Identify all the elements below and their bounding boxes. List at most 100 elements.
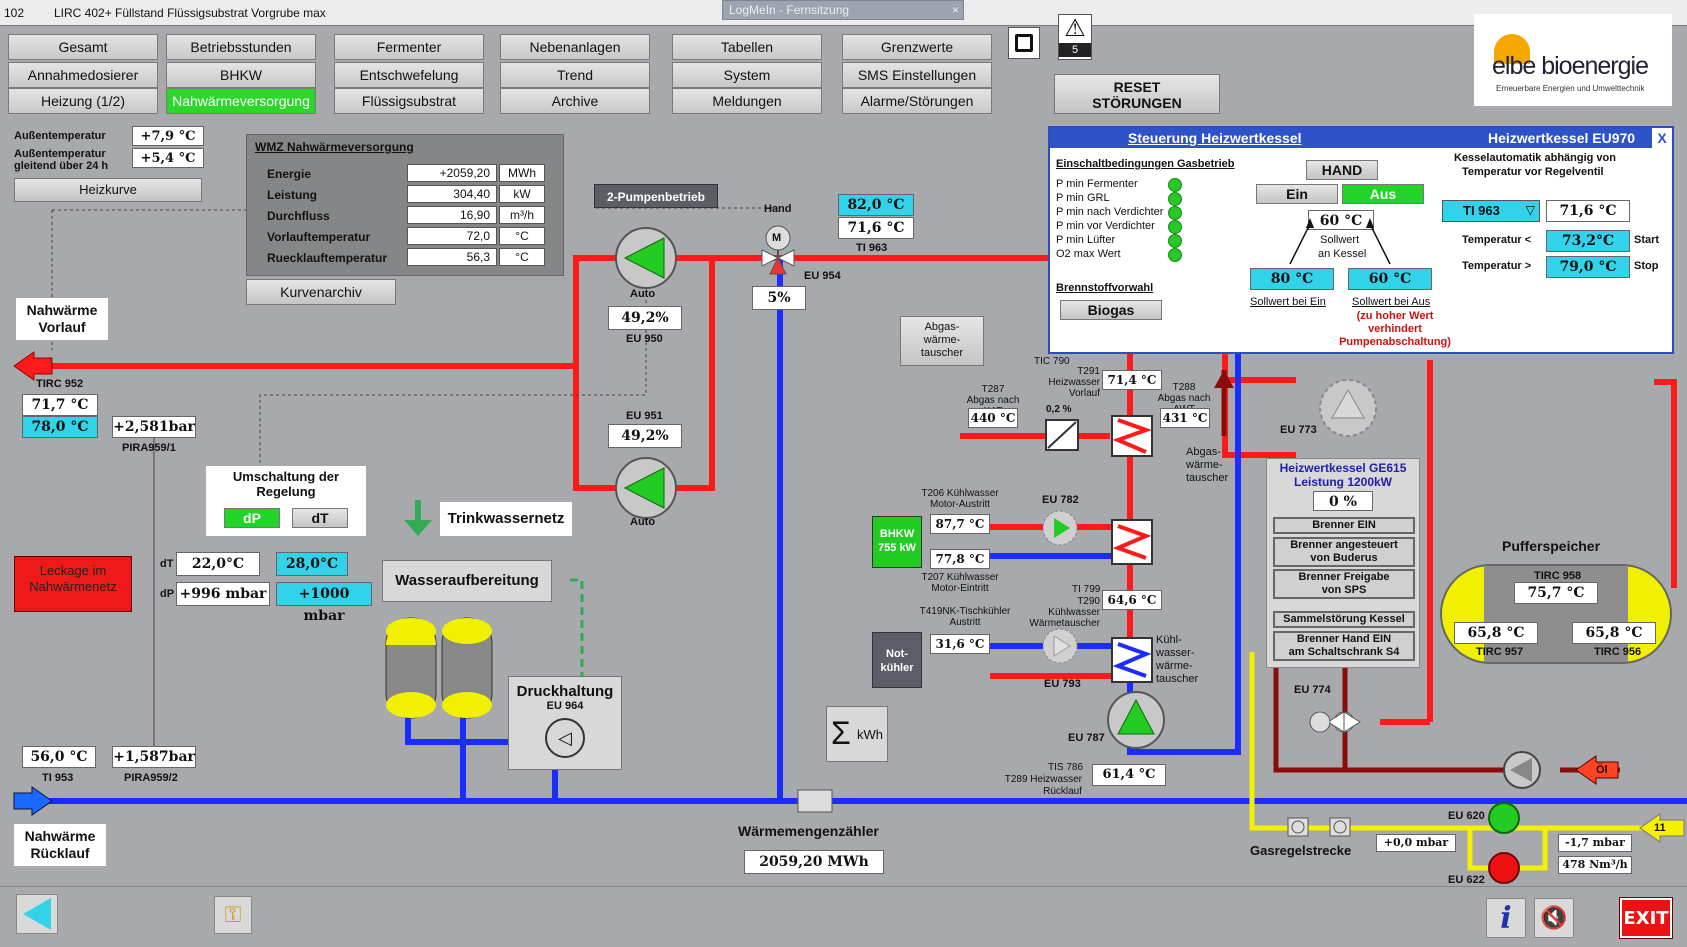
reset-faults-button[interactable]: RESET STÖRUNGEN: [1054, 74, 1220, 114]
nav-button-grenzwerte[interactable]: Grenzwerte: [842, 34, 992, 60]
curve-archive-button[interactable]: Kurvenarchiv: [246, 279, 396, 305]
nav-button-nebenanlagen[interactable]: Nebenanlagen: [500, 34, 650, 60]
wmz-value-leistung: 304,40: [407, 185, 497, 203]
t206-label: T206 Kühlwasser Motor-Austritt: [921, 488, 999, 510]
sensor-select[interactable]: TI 963 ▽: [1442, 200, 1540, 222]
dp-setpoint[interactable]: +1000 mbar: [276, 582, 372, 624]
alarm-indicator[interactable]: ⚠ 5: [1058, 14, 1092, 60]
condition-1-indicator: [1168, 192, 1182, 206]
pressure-holding-box[interactable]: Druckhaltung EU 964 ◁: [508, 676, 622, 770]
t290-label: T290 Kühlwasser Wärmetauscher: [1029, 596, 1100, 629]
eu773-tag: EU 773: [1280, 424, 1317, 436]
warning-icon: ⚠: [1064, 15, 1086, 42]
wmz-unit-vorlauf: °C: [499, 227, 545, 245]
start-temperature[interactable]: 73,2°C: [1546, 230, 1630, 252]
window-title: LIRC 402+ Füllstand Flüssigsubstrat Vorg…: [54, 6, 326, 20]
tirc952-tag: TIRC 952: [36, 378, 84, 390]
dp-mode-button[interactable]: dP: [224, 508, 280, 528]
energy-meter-symbol[interactable]: Σ kWh: [826, 706, 888, 762]
nav-button-meldungen[interactable]: Meldungen: [672, 88, 822, 114]
wmz-label-ruecklauf: Ruecklauftemperatur: [267, 251, 388, 265]
nav-button-archive[interactable]: Archive: [500, 88, 650, 114]
condition-3-indicator: [1168, 220, 1182, 234]
outside-avg-value: +5,4 °C: [132, 148, 204, 168]
valve-eu954-value[interactable]: 5%: [752, 286, 806, 310]
nav-button-system[interactable]: System: [672, 62, 822, 88]
tirc958-tag: TIRC 958: [1534, 570, 1582, 582]
nav-button-tabellen[interactable]: Tabellen: [672, 34, 822, 60]
nav-button-nahwärmeversorgung[interactable]: Nahwärmeversorgung: [166, 88, 316, 114]
setpoint-on-value[interactable]: 80 °C: [1250, 268, 1334, 290]
gas-input-value: 11: [1654, 822, 1666, 834]
on-button[interactable]: Ein: [1256, 184, 1338, 204]
setpoint-off-value[interactable]: 60 °C: [1348, 268, 1432, 290]
nav-button-fermenter[interactable]: Fermenter: [334, 34, 484, 60]
emergency-cooler[interactable]: Not- kühler: [872, 632, 922, 688]
exit-button[interactable]: EXIT: [1619, 897, 1673, 939]
nav-button-flüssigsubstrat[interactable]: Flüssigsubstrat: [334, 88, 484, 114]
boiler-setpoint-label-1: Sollwert: [1320, 234, 1360, 246]
nav-button-bhkw[interactable]: BHKW: [166, 62, 316, 88]
dt-label: dT: [160, 558, 174, 570]
t289-value: 61,4 °C: [1092, 764, 1166, 786]
sound-button[interactable]: 🔇: [1534, 898, 1574, 938]
alarm-count: 5: [1059, 43, 1091, 57]
fullscreen-button[interactable]: [1008, 27, 1040, 59]
t291-value: 71,4 °C: [1102, 370, 1162, 390]
hand-mode-button[interactable]: HAND: [1306, 160, 1378, 180]
dp-value: +996 mbar: [176, 582, 270, 606]
condition-0: P min Fermenter: [1056, 178, 1138, 190]
tirc956-tag: TIRC 956: [1594, 646, 1642, 658]
login-key-button[interactable]: ⚿: [214, 896, 252, 934]
tic790-tag: TIC 790: [1034, 356, 1070, 367]
dt-setpoint[interactable]: 28,0°C: [276, 552, 348, 576]
nav-button-heizung-1-2[interactable]: Heizung (1/2): [8, 88, 158, 114]
ti953-tag: TI 953: [42, 772, 74, 784]
tis786-tag: TIS 786: [1048, 762, 1084, 773]
dt-value: 22,0°C: [176, 552, 260, 576]
remote-session-bar[interactable]: LogMeIn - Fernsitzung ×: [722, 0, 964, 20]
supply-label: Nahwärme Vorlauf: [16, 298, 108, 340]
close-icon[interactable]: ×: [951, 3, 959, 17]
wmz-label-durchfluss: Durchfluss: [267, 209, 330, 223]
pump-eu951-value: 49,2%: [608, 424, 682, 448]
pump-mode-badge[interactable]: 2-Pumpenbetrieb: [594, 184, 718, 208]
heating-curve-button[interactable]: Heizkurve: [14, 178, 202, 202]
nav-button-entschwefelung[interactable]: Entschwefelung: [334, 62, 484, 88]
gas-pressure-value: +0,0 mbar: [1376, 834, 1456, 852]
water-treatment-box[interactable]: Wasseraufbereitung: [382, 560, 552, 602]
tirc952-setpoint[interactable]: 78,0 °C: [22, 416, 98, 438]
t207-value: 77,8 °C: [930, 549, 990, 569]
chp-unit[interactable]: BHKW 755 kW: [872, 516, 922, 568]
close-icon[interactable]: X: [1652, 128, 1672, 148]
nav-button-betriebsstunden[interactable]: Betriebsstunden: [166, 34, 316, 60]
fuel-biogas-button[interactable]: Biogas: [1060, 300, 1162, 320]
exhaust-valve-pct: 0,2 %: [1046, 404, 1072, 415]
nav-button-sms-einstellungen[interactable]: SMS Einstellungen: [842, 62, 992, 88]
wmz-value-vorlauf: 72,0: [407, 227, 497, 245]
ti963-setpoint[interactable]: 82,0 °C: [838, 194, 914, 216]
cooling-exchanger-label: Kühl- wasser- wärme- tauscher: [1156, 634, 1199, 685]
pressure-holding-label: Druckhaltung: [516, 683, 614, 700]
stop-temperature[interactable]: 79,0 °C: [1546, 256, 1630, 278]
boiler-setpoint-value: 60 °C: [1308, 210, 1374, 230]
nav-button-annahmedosierer[interactable]: Annahmedosierer: [8, 62, 158, 88]
dt-mode-button[interactable]: dT: [292, 508, 348, 528]
off-button[interactable]: Aus: [1342, 184, 1424, 204]
logo: elbe bioenergie Erneuerbare Energien und…: [1474, 14, 1672, 106]
gas-conditions-title: Einschaltbedingungen Gasbetrieb: [1056, 158, 1235, 170]
info-button[interactable]: i: [1486, 898, 1526, 938]
pump-eu950-value: 49,2%: [608, 306, 682, 330]
exhaust-heat-exchanger-button[interactable]: Abgas- wärme- tauscher: [900, 316, 984, 366]
setpoint-arrows: [1289, 218, 1391, 265]
buffer-tank[interactable]: TIRC 958 75,7 °C 65,8 °C 65,8 °C TIRC 95…: [1440, 564, 1672, 664]
nav-button-alarme-störungen[interactable]: Alarme/Störungen: [842, 88, 992, 114]
nav-button-trend[interactable]: Trend: [500, 62, 650, 88]
condition-5: O2 max Wert: [1056, 248, 1121, 260]
back-button[interactable]: [16, 894, 58, 934]
boiler-state-fault: Sammelstörung Kessel: [1273, 611, 1415, 628]
wmz-unit-ruecklauf: °C: [499, 248, 545, 266]
gas-train-label: Gasregelstrecke: [1250, 843, 1352, 858]
t419-value: 31,6 °C: [930, 634, 990, 654]
nav-button-gesamt[interactable]: Gesamt: [8, 34, 158, 60]
